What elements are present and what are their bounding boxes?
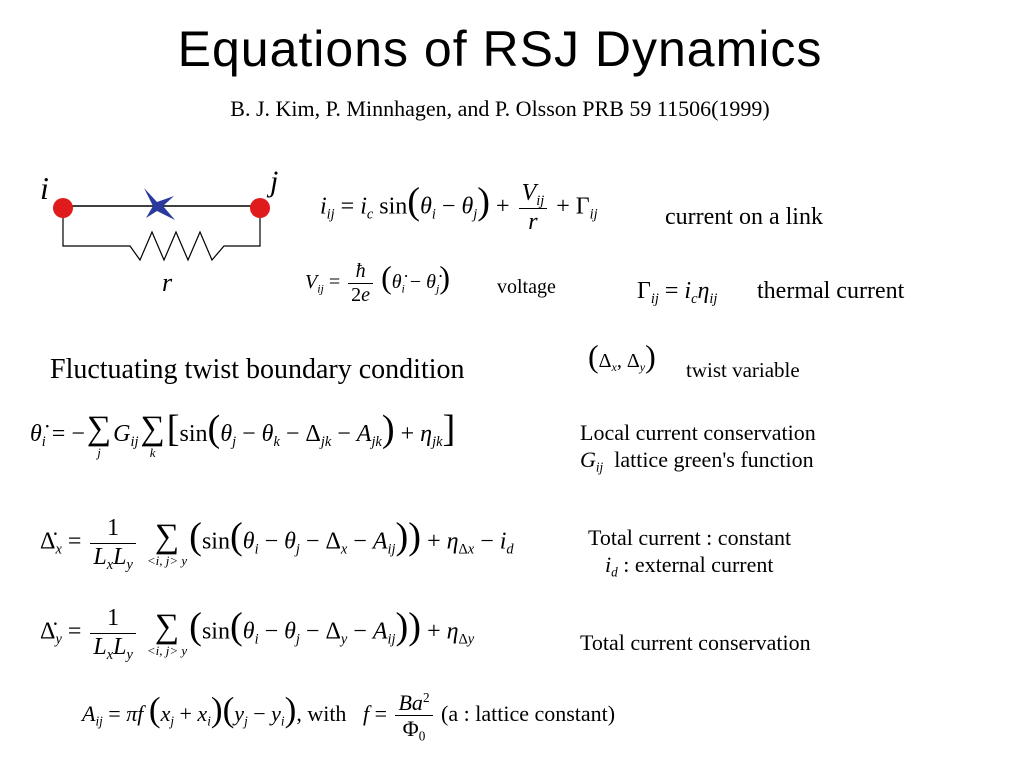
local-current-conservation-label: Local current conservation (580, 420, 816, 445)
vector-potential-equation: Aij = πf (xj + xi)(yj − yi), with f = Ba… (82, 689, 616, 744)
total-current-constant-label: Total current : constant (588, 525, 792, 550)
josephson-junction-cross-icon (144, 188, 175, 220)
thermal-current-label: thermal current (757, 278, 905, 304)
total-current-conservation-label: Total current conservation (580, 630, 811, 655)
node-i-dot (53, 198, 73, 218)
green-function-label: lattice green's function (614, 447, 814, 472)
slide-title: Equations of RSJ Dynamics (177, 21, 823, 77)
rsj-circuit-diagram (53, 188, 270, 262)
green-function-line: Gij lattice green's function (580, 447, 814, 475)
lattice-constant-label: (a : lattice constant) (441, 700, 616, 726)
reference-citation: B. J. Kim, P. Minnhagen, and P. Olsson P… (230, 96, 770, 121)
current-on-link-label: current on a link (665, 204, 823, 230)
fluctuating-twist-heading: Fluctuating twist boundary condition (50, 354, 465, 385)
node-j-label: j (270, 165, 279, 198)
twist-variable-equation: (Δx, Δy) (588, 338, 656, 375)
voltage-label: voltage (497, 276, 556, 298)
resistor-label: r (162, 268, 173, 297)
twist-variable-label: twist variable (686, 358, 800, 382)
node-j-dot (250, 198, 270, 218)
external-current-line: id : external current (605, 552, 774, 580)
node-i-label: i (40, 170, 49, 206)
external-current-label: : external current (623, 552, 774, 577)
with-label: , with (296, 700, 347, 726)
thermal-current-equation: Γij = icηij (637, 278, 718, 308)
